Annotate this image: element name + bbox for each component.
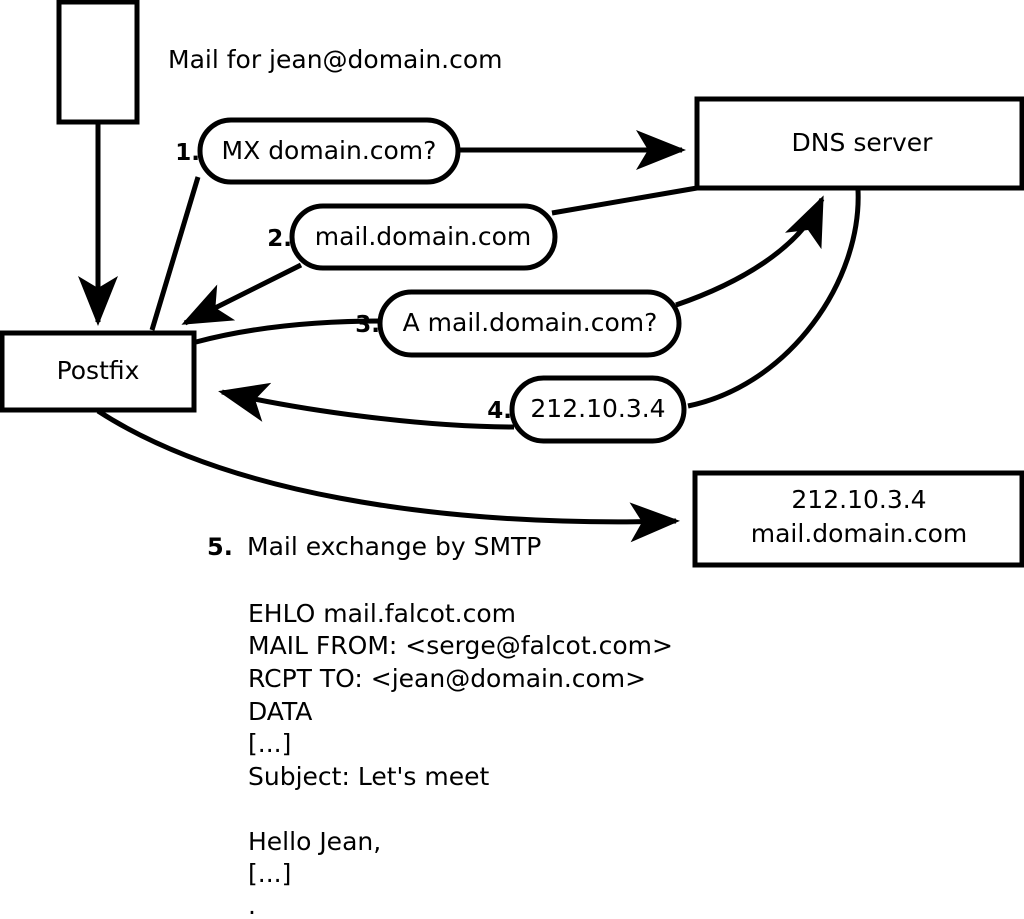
step4-label: 212.10.3.4 <box>530 394 665 423</box>
step3-number: 3. <box>355 312 380 338</box>
smtp-line-1: MAIL FROM: <serge@falcot.com> <box>248 631 673 660</box>
step2-pill[interactable] <box>289 203 558 271</box>
step3-label: A mail.domain.com? <box>403 308 658 337</box>
step5-number: 5. <box>207 533 233 561</box>
step4-number: 4. <box>487 398 512 424</box>
dns-server-box[interactable] <box>694 96 1024 191</box>
destination-hostname: mail.domain.com <box>751 519 967 548</box>
smtp-line-3: DATA <box>248 697 312 726</box>
step1-label: MX domain.com? <box>222 136 437 165</box>
smtp-line-7: Hello Jean, <box>248 827 381 856</box>
edge-dns-to-step2 <box>551 185 698 216</box>
step5-label: Mail exchange by SMTP <box>247 532 541 561</box>
smtp-line-4: [...] <box>248 729 291 758</box>
mail-for-caption: Mail for jean@domain.com <box>168 45 503 74</box>
postfix-label: Postfix <box>57 356 140 385</box>
step3-pill[interactable] <box>377 289 682 358</box>
client-box[interactable] <box>56 0 140 125</box>
edge-postfix-to-destination <box>96 408 680 543</box>
postfix-box[interactable] <box>0 330 197 413</box>
edge-dns-to-step4 <box>687 189 861 409</box>
destination-ip: 212.10.3.4 <box>791 485 926 514</box>
smtp-line-2: RCPT TO: <jean@domain.com> <box>248 664 646 693</box>
edge-postfix-to-step3 <box>195 318 383 345</box>
edge-postfix-to-step1 <box>149 176 201 331</box>
step2-number: 2. <box>267 226 292 252</box>
smtp-line-0: EHLO mail.falcot.com <box>248 599 516 628</box>
smtp-line-5: Subject: Let's meet <box>248 762 489 791</box>
edge-step2-to-postfix <box>181 262 303 326</box>
step2-label: mail.domain.com <box>315 222 531 251</box>
destination-box[interactable] <box>692 470 1024 568</box>
edge-step3-to-dns <box>675 195 825 308</box>
edge-step4-to-postfix <box>218 382 515 430</box>
smtp-line-8: [...] <box>248 859 291 888</box>
smtp-line-9: . <box>248 891 256 919</box>
step1-pill[interactable] <box>197 117 461 185</box>
step4-pill[interactable] <box>509 375 687 444</box>
step1-number: 1. <box>175 140 200 166</box>
dns-server-label: DNS server <box>792 128 934 157</box>
